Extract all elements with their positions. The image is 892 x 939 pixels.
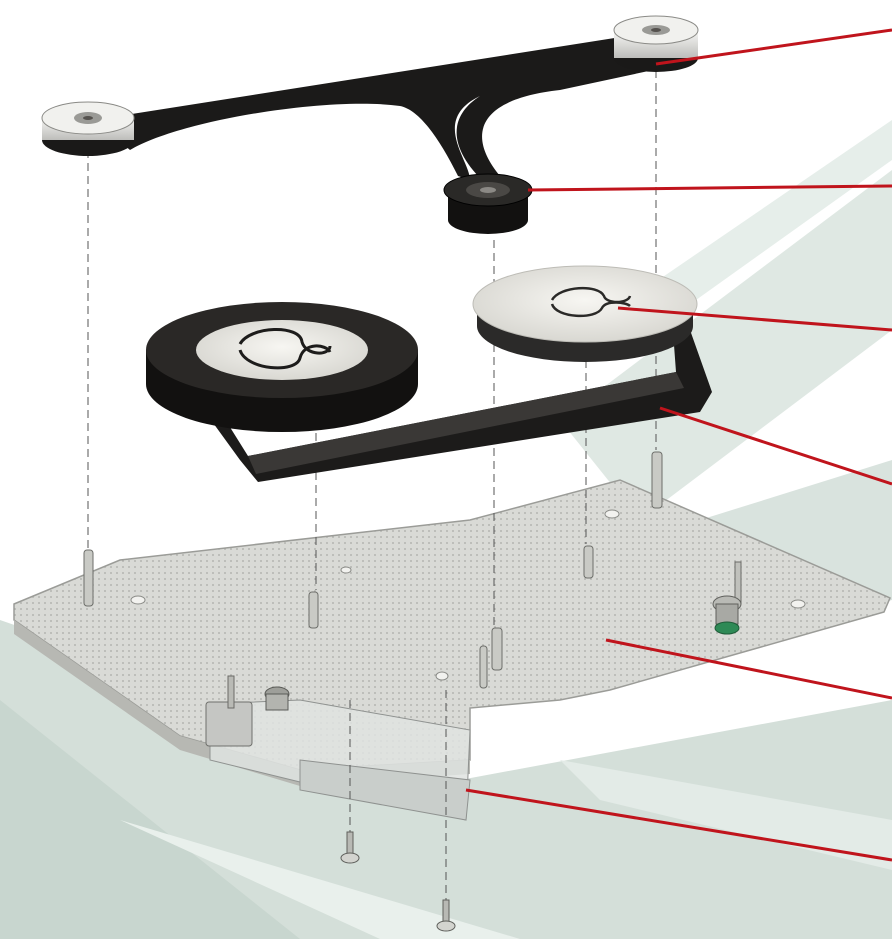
upper-belt	[94, 34, 672, 184]
capstan-drive-puck	[444, 174, 532, 234]
supply-reel-hub	[146, 302, 418, 432]
takeup-reel-hub	[473, 266, 697, 362]
idler-roller-left	[42, 102, 134, 156]
